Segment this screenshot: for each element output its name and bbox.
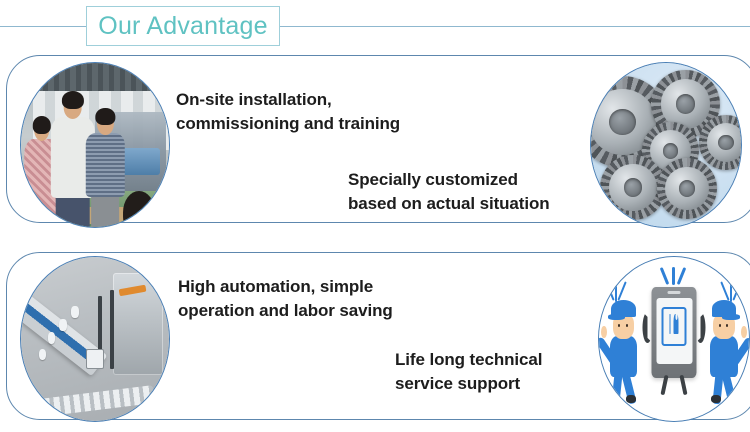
metal-gears-photo-inner xyxy=(591,63,741,227)
tools-frame xyxy=(661,306,687,347)
screwdriver-icon xyxy=(669,313,671,334)
factory-scene-art xyxy=(21,63,169,227)
advantage-text-specially-customized: Specially customized based on actual sit… xyxy=(348,170,550,214)
gear-icon xyxy=(600,154,666,221)
person-man-operator xyxy=(86,107,125,227)
production-line-photo xyxy=(20,256,170,422)
conveyor-belt-lower xyxy=(23,385,155,420)
advantage-text-high-automation: High automation, simple operation and la… xyxy=(178,277,393,321)
factory-inspection-photo xyxy=(20,62,170,228)
technical-support-illustration xyxy=(598,256,750,422)
support-cartoon-art xyxy=(599,257,749,421)
person-man-back xyxy=(122,190,158,227)
page-title: Our Advantage xyxy=(98,11,268,40)
header-divider-line xyxy=(0,26,750,27)
spark-lines-icon xyxy=(605,281,628,302)
product-item xyxy=(38,348,47,361)
metal-gears-photo xyxy=(590,62,742,228)
gear-icon xyxy=(699,115,741,170)
production-line-photo-inner xyxy=(21,257,169,421)
advantage-text-onsite-installation: On-site installation, commissioning and … xyxy=(176,90,401,134)
advantage-text-life-long-support: Life long technical service support xyxy=(395,350,543,394)
phone-arm-right xyxy=(695,312,706,344)
production-line-art xyxy=(21,257,169,421)
product-item xyxy=(71,306,79,318)
product-item xyxy=(47,332,56,344)
control-panel-box xyxy=(86,348,104,369)
factory-inspection-photo-inner xyxy=(21,63,169,227)
worker-hand xyxy=(601,326,607,339)
support-post xyxy=(109,289,115,369)
gears-art xyxy=(591,63,741,227)
hard-hat-icon xyxy=(607,299,636,321)
smartphone-character xyxy=(642,286,706,396)
support-post xyxy=(97,296,103,369)
worker-character-left xyxy=(599,281,643,404)
phone-screen xyxy=(656,297,692,364)
worker-character-right xyxy=(706,281,749,404)
wrench-icon xyxy=(673,313,679,334)
section-header: Our Advantage xyxy=(0,0,750,50)
gear-icon xyxy=(657,158,717,219)
factory-roof xyxy=(21,63,169,91)
spark-lines-icon xyxy=(660,266,687,285)
technical-support-illustration-inner xyxy=(599,257,749,421)
phone-leg-left xyxy=(660,374,668,396)
hard-hat-icon xyxy=(711,299,740,321)
phone-leg-right xyxy=(679,374,687,396)
product-item xyxy=(59,319,67,331)
spark-lines-icon xyxy=(720,281,742,302)
phone-speaker xyxy=(667,291,681,295)
phone-arm-left xyxy=(642,312,653,344)
section-title-box: Our Advantage xyxy=(86,6,280,46)
worker-hand xyxy=(741,326,747,339)
